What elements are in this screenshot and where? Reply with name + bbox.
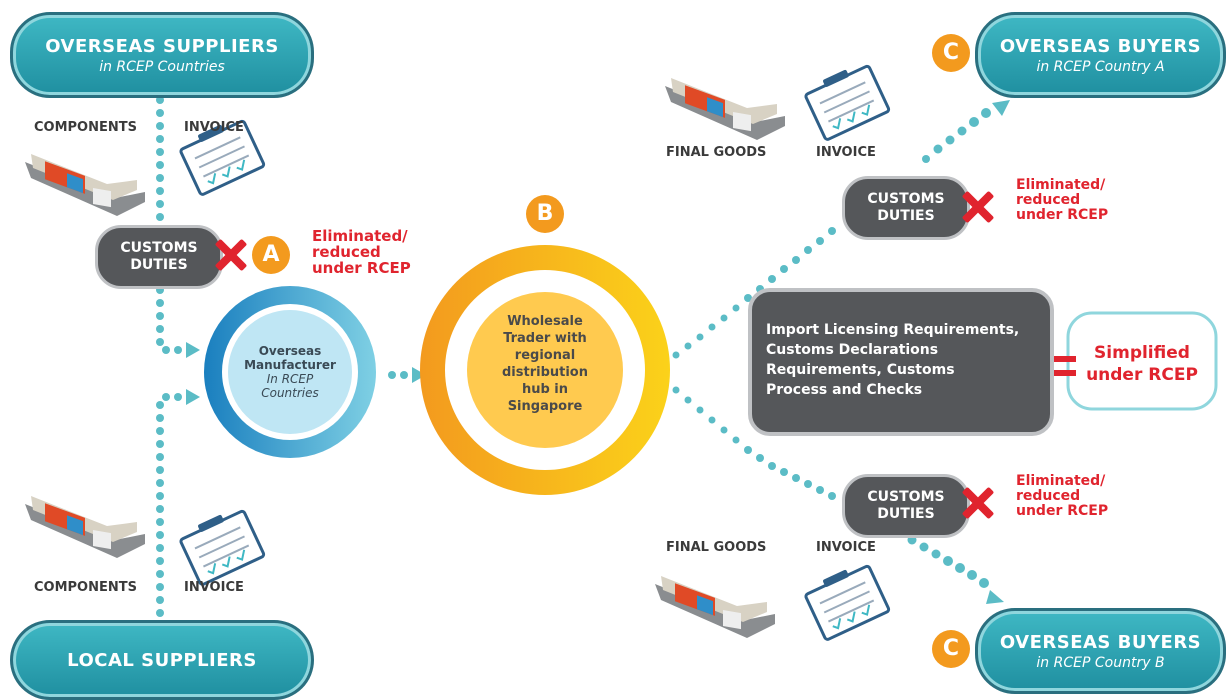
customs-line2: DUTIES [130,257,188,273]
customs-line1: CUSTOMS [120,240,198,256]
invoice-label-bottom: INVOICE [184,580,244,595]
final-goods-label-bottom: FINAL GOODS [666,540,767,555]
ship-icon [25,154,145,216]
eliminated-note-left: Eliminated/ reduced under RCEP [312,228,411,276]
eliminated-line3: under RCEP [1016,503,1109,519]
invoice-icon [804,64,891,141]
invoice-label-top: INVOICE [184,120,244,135]
components-label-top: COMPONENTS [34,120,137,135]
procedures-line1: Import Licensing Requirements, [766,322,1020,338]
customs-duties-left: CUSTOMS DUTIES [95,225,223,289]
trader-line3: regional [514,348,576,363]
invoice-icon [179,509,266,586]
cross-icon [960,190,994,224]
procedures-line3: Requirements, Customs [766,362,955,378]
customs-line2: DUTIES [877,208,935,224]
arrow-to-manufacturer-top [186,342,200,358]
eliminated-line3: under RCEP [1016,207,1109,223]
trader-line1: Wholesale [507,314,583,329]
buyers-b-subtitle: in RCEP Country B [1036,654,1165,671]
invoice-icon [179,119,266,196]
cross-icon [213,238,247,272]
local-suppliers-pill: LOCAL SUPPLIERS [10,620,314,700]
trader-label: Wholesale Trader with regional distribut… [485,313,605,415]
cross-icon [960,486,994,520]
badge-b: B [526,195,564,233]
simplified-line1: Simplified [1094,343,1190,363]
eliminated-line1: Eliminated/ [1016,177,1106,193]
trader-line6: Singapore [507,399,583,414]
eliminated-line2: reduced [312,243,381,261]
buyers-a-title: OVERSEAS BUYERS [999,35,1202,57]
customs-line1: CUSTOMS [867,489,945,505]
arrow-to-buyer-a [992,100,1010,116]
manufacturer-core [228,310,352,434]
eliminated-note-bottom-right: Eliminated/ reduced under RCEP [1016,474,1108,519]
manufacturer-line1: Overseas [258,344,322,358]
customs-duties-bottom-right: CUSTOMS DUTIES [842,474,970,538]
manufacturer-line3: In RCEP [266,372,314,386]
ship-icon [25,496,145,558]
buyers-b-title: OVERSEAS BUYERS [999,631,1202,653]
customs-line2: DUTIES [877,506,935,522]
trader-line5: hub in [521,382,569,397]
manufacturer-to-trader-dots [388,371,408,379]
eliminated-line2: reduced [1016,488,1081,504]
manufacturer-label: Overseas Manufacturer In RCEP Countries [240,344,340,400]
eliminated-note-top-right: Eliminated/ reduced under RCEP [1016,178,1108,223]
simplified-label: Simplified under RCEP [1070,342,1214,386]
trader-line2: Trader with [503,331,587,346]
eliminated-line2: reduced [1016,192,1081,208]
overseas-buyers-b-pill: OVERSEAS BUYERS in RCEP Country B [975,608,1226,694]
final-goods-label-top: FINAL GOODS [666,145,767,160]
invoice-icon [804,564,891,641]
badge-c-bottom: C [932,630,970,668]
components-label-bottom: COMPONENTS [34,580,137,595]
eliminated-line3: under RCEP [312,259,411,277]
trader-to-buyer-b-dots [672,386,989,588]
trader-line4: distribution [502,365,588,380]
supplier-dot-line-bottom [156,393,182,617]
overseas-suppliers-pill: OVERSEAS SUPPLIERS in RCEP Countries [10,12,314,98]
procedures-box: Import Licensing Requirements, Customs D… [748,288,1054,436]
overseas-suppliers-subtitle: in RCEP Countries [99,58,225,75]
manufacturer-line2: Manufacturer [244,358,336,372]
trader-to-buyer-a-dots [672,108,991,359]
ship-icon [665,78,785,140]
badge-a: A [252,236,290,274]
customs-duties-top-right: CUSTOMS DUTIES [842,176,970,240]
procedures-line2: Customs Declarations [766,342,939,358]
buyers-a-subtitle: in RCEP Country A [1036,58,1165,75]
local-suppliers-title: LOCAL SUPPLIERS [67,649,257,671]
eliminated-line1: Eliminated/ [1016,473,1106,489]
dotted-paths [156,96,1010,617]
manufacturer-line4: Countries [261,386,319,400]
eliminated-line1: Eliminated/ [312,227,408,245]
overseas-suppliers-title: OVERSEAS SUPPLIERS [45,35,279,57]
overseas-buyers-a-pill: OVERSEAS BUYERS in RCEP Country A [975,12,1226,98]
invoice-label-right-bottom: INVOICE [816,540,876,555]
customs-line1: CUSTOMS [867,191,945,207]
arrow-to-manufacturer-bottom [186,389,200,405]
arrow-to-buyer-b [986,590,1004,604]
badge-c-top: C [932,34,970,72]
ship-icon [655,576,775,638]
procedures-line4: Process and Checks [766,382,923,398]
simplified-line2: under RCEP [1086,365,1198,385]
equals-sign [1042,356,1076,362]
trader-core [467,292,623,448]
invoice-label-right-top: INVOICE [816,145,876,160]
